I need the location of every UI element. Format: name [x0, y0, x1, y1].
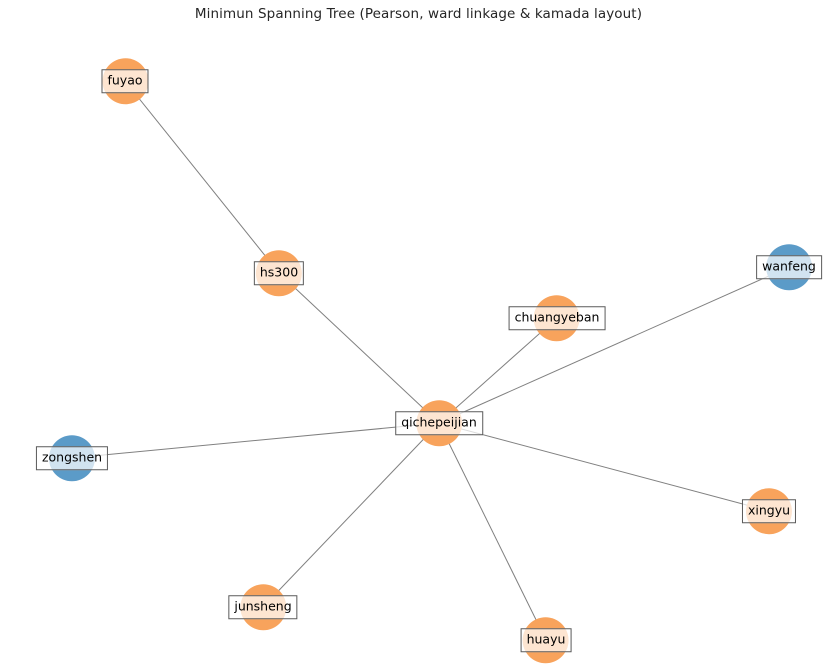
- node-label-chuangyeban: chuangyeban: [508, 306, 606, 330]
- graph-node-wanfeng[interactable]: wanfeng: [756, 244, 822, 290]
- node-label-hs300: hs300: [253, 261, 305, 285]
- graph-edge: [438, 266, 790, 424]
- graph-node-fuyao[interactable]: fuyao: [101, 58, 149, 104]
- graph-node-huayu[interactable]: huayu: [520, 617, 572, 663]
- graph-edge: [438, 422, 547, 641]
- node-label-xingyu: xingyu: [741, 499, 797, 523]
- graph-node-qichepeijian[interactable]: qichepeijian: [395, 400, 483, 446]
- node-label-huayu: huayu: [520, 628, 572, 652]
- graph-node-junsheng[interactable]: junsheng: [228, 584, 298, 630]
- graph-edge: [124, 80, 280, 274]
- graph-edge: [71, 422, 440, 459]
- page-title: Minimun Spanning Tree (Pearson, ward lin…: [194, 6, 643, 22]
- graph-edge: [438, 317, 558, 424]
- graph-node-xingyu[interactable]: xingyu: [741, 488, 797, 534]
- node-label-junsheng: junsheng: [228, 595, 298, 619]
- node-label-qichepeijian: qichepeijian: [395, 411, 483, 435]
- graph-edge: [438, 422, 770, 512]
- graph-node-zongshen[interactable]: zongshen: [35, 435, 109, 481]
- node-label-zongshen: zongshen: [35, 446, 109, 470]
- graph-node-chuangyeban[interactable]: chuangyeban: [508, 295, 606, 341]
- graph-edge: [278, 272, 440, 424]
- node-label-wanfeng: wanfeng: [756, 255, 822, 279]
- graph-edge: [262, 422, 440, 608]
- graph-node-hs300[interactable]: hs300: [253, 250, 305, 296]
- node-label-fuyao: fuyao: [101, 69, 149, 93]
